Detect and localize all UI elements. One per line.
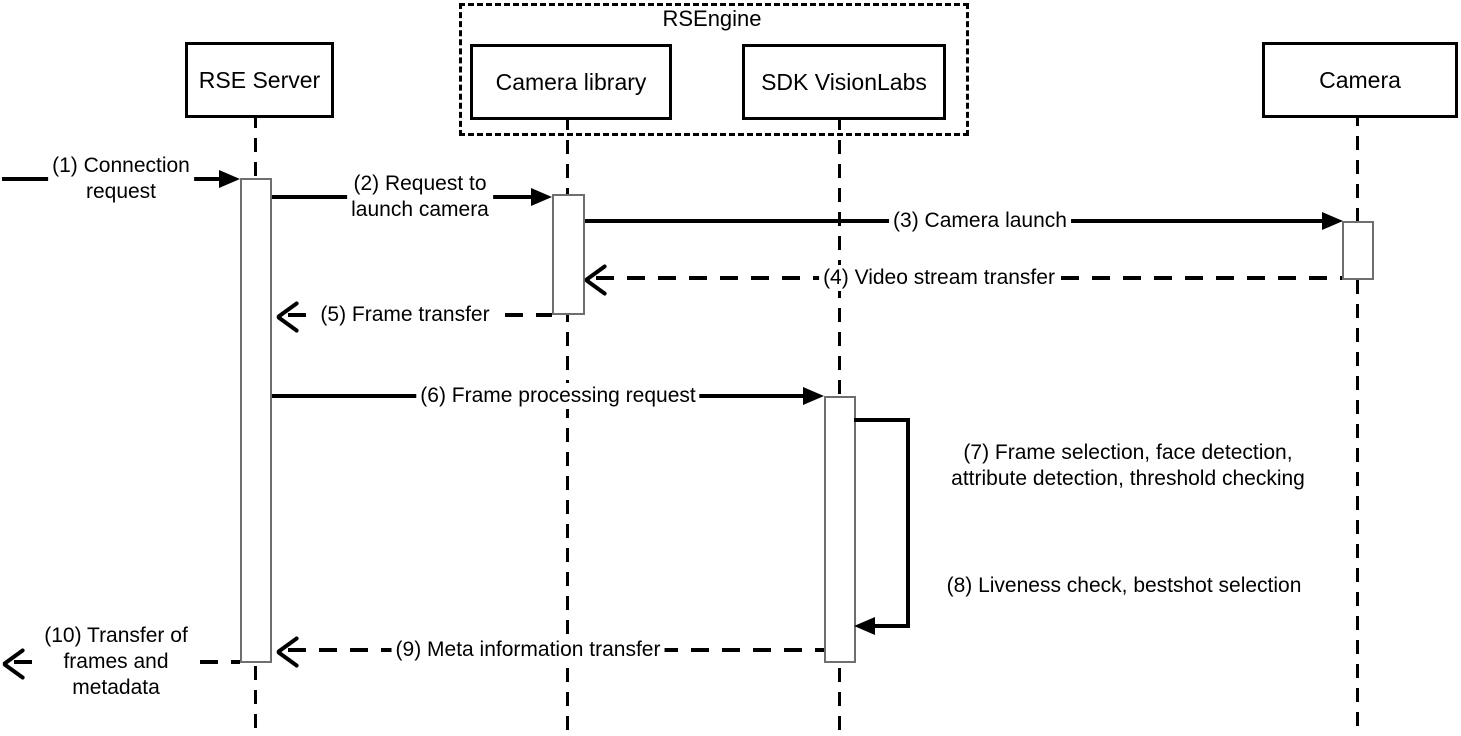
activation-rse-server <box>240 178 272 663</box>
message-10-label: (10) Transfer of frames and metadata <box>40 623 192 701</box>
self-loop-bottom-line <box>870 624 910 628</box>
message-8-label: (8) Liveness check, bestshot selection <box>942 573 1306 599</box>
actor-rse-server-label: RSE Server <box>198 66 321 93</box>
message-3-label: (3) Camera launch <box>889 208 1071 234</box>
rsengine-frame <box>459 3 969 136</box>
actor-sdk-visionlabs-label: SDK VisionLabs <box>761 68 927 95</box>
actor-camera-label: Camera <box>1319 66 1401 93</box>
actor-camera-library-label: Camera library <box>495 68 647 95</box>
message-5-label: (5) Frame transfer <box>316 302 494 328</box>
message-6-arrowhead <box>803 387 824 405</box>
activation-camera-library <box>552 194 585 315</box>
message-10-arrowhead <box>3 647 31 677</box>
activation-sdk-visionlabs <box>824 396 856 663</box>
message-3-arrowhead <box>1322 212 1343 230</box>
lifeline-camera-library <box>566 116 569 736</box>
message-9-arrowhead <box>277 635 305 665</box>
actor-rse-server: RSE Server <box>185 42 334 118</box>
actor-camera: Camera <box>1262 42 1458 118</box>
message-4-arrowhead <box>585 263 613 293</box>
self-loop-right-line <box>906 418 910 628</box>
message-2-label: (2) Request to launch camera <box>347 171 493 223</box>
actor-sdk-visionlabs: SDK VisionLabs <box>742 44 946 120</box>
lifeline-camera <box>1356 112 1359 736</box>
rsengine-frame-label: RSEngine <box>654 6 770 32</box>
message-2-arrowhead <box>531 188 552 206</box>
actor-camera-library: Camera library <box>470 44 672 120</box>
message-4-label: (4) Video stream transfer <box>819 265 1059 291</box>
self-loop-arrowhead <box>854 617 875 635</box>
self-loop-top-line <box>854 418 910 422</box>
activation-camera <box>1342 221 1374 280</box>
message-1-label: (1) Connection request <box>48 153 194 205</box>
message-6-label: (6) Frame processing request <box>416 383 700 409</box>
message-1-arrowhead <box>219 170 240 188</box>
message-5-arrowhead <box>277 300 305 330</box>
message-7-label: (7) Frame selection, face detection, att… <box>947 440 1309 492</box>
message-9-label: (9) Meta information transfer <box>391 637 665 663</box>
